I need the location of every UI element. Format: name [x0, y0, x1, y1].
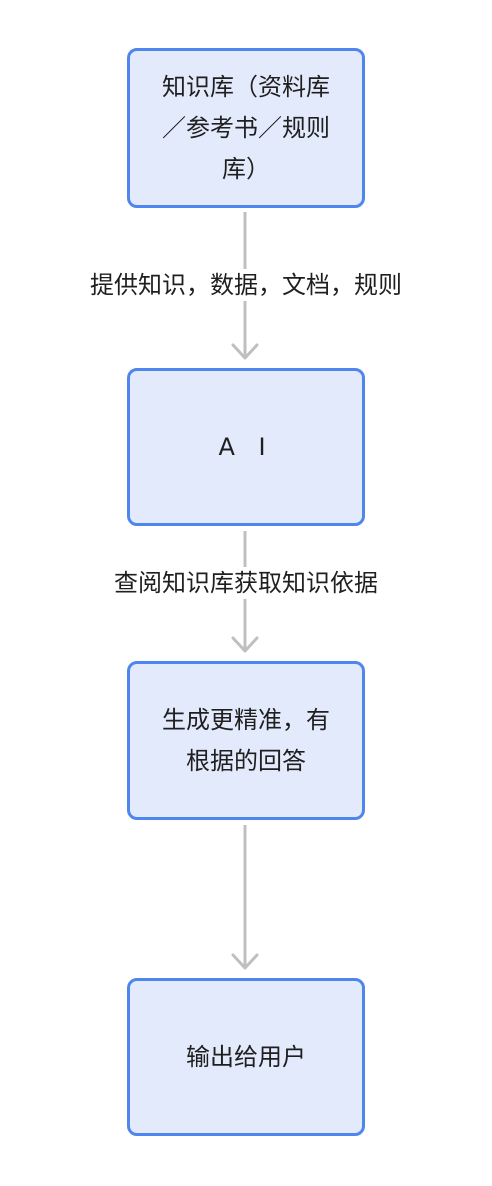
edge-ai-to-answer-arrowhead — [231, 636, 259, 653]
output-node: 输出给用户 — [127, 978, 365, 1136]
ai-label: A I — [218, 432, 274, 461]
edge-answer-to-output-arrowhead — [231, 953, 259, 970]
answer-label-line-2: 根据的回答 — [186, 746, 306, 775]
knowledge-base-label-line-1: 知识库（资料库 — [162, 72, 330, 101]
knowledge-base-label-line-3: 库） — [222, 154, 270, 183]
edge-label-provide-knowledge: 提供知识，数据，文档，规则 — [0, 269, 492, 301]
output-label: 输出给用户 — [186, 1042, 306, 1071]
edge-label-consult-knowledge: 查阅知识库获取知识依据 — [0, 567, 492, 599]
knowledge-base-label-line-2: ／参考书／规则 — [162, 113, 330, 142]
answer-label-line-1: 生成更精准，有 — [162, 705, 330, 734]
knowledge-base-node: 知识库（资料库 ／参考书／规则 库） — [127, 48, 365, 208]
edge-kb-to-ai-arrowhead — [231, 343, 259, 360]
answer-node: 生成更精准，有 根据的回答 — [127, 661, 365, 820]
ai-node: A I — [127, 368, 365, 526]
